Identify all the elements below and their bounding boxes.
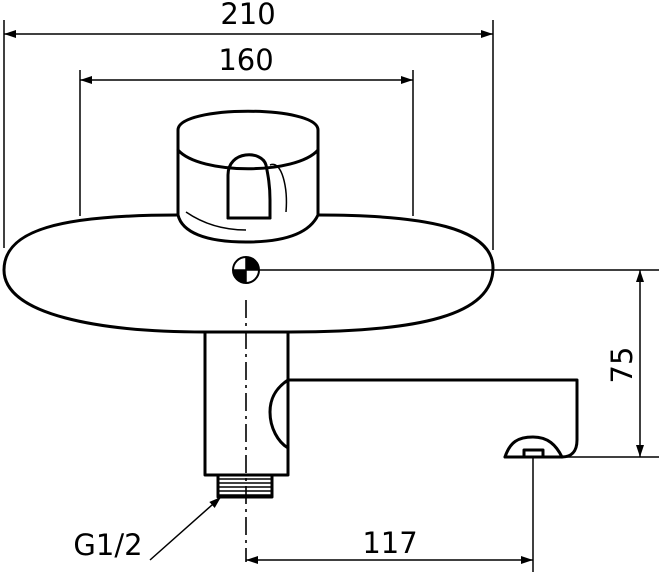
spout (286, 378, 579, 459)
dimension-210-label: 210 (220, 0, 275, 31)
handle-slot (226, 153, 272, 220)
thread-connection (216, 473, 274, 499)
thread-callout: G1/2 (73, 496, 222, 562)
dimension-117: 117 (246, 457, 534, 572)
handle-knob (176, 109, 320, 217)
dimension-75: 75 (259, 269, 659, 458)
faucet-body (2, 109, 579, 499)
cover-disk (2, 213, 495, 334)
dimension-160-label: 160 (218, 43, 273, 77)
dimension-117-label: 117 (362, 526, 417, 560)
dimension-160: 160 (79, 43, 414, 216)
dimension-210: 210 (3, 0, 494, 250)
dimension-75-label: 75 (605, 347, 639, 384)
center-marker (232, 256, 260, 284)
thread-label: G1/2 (73, 528, 142, 562)
